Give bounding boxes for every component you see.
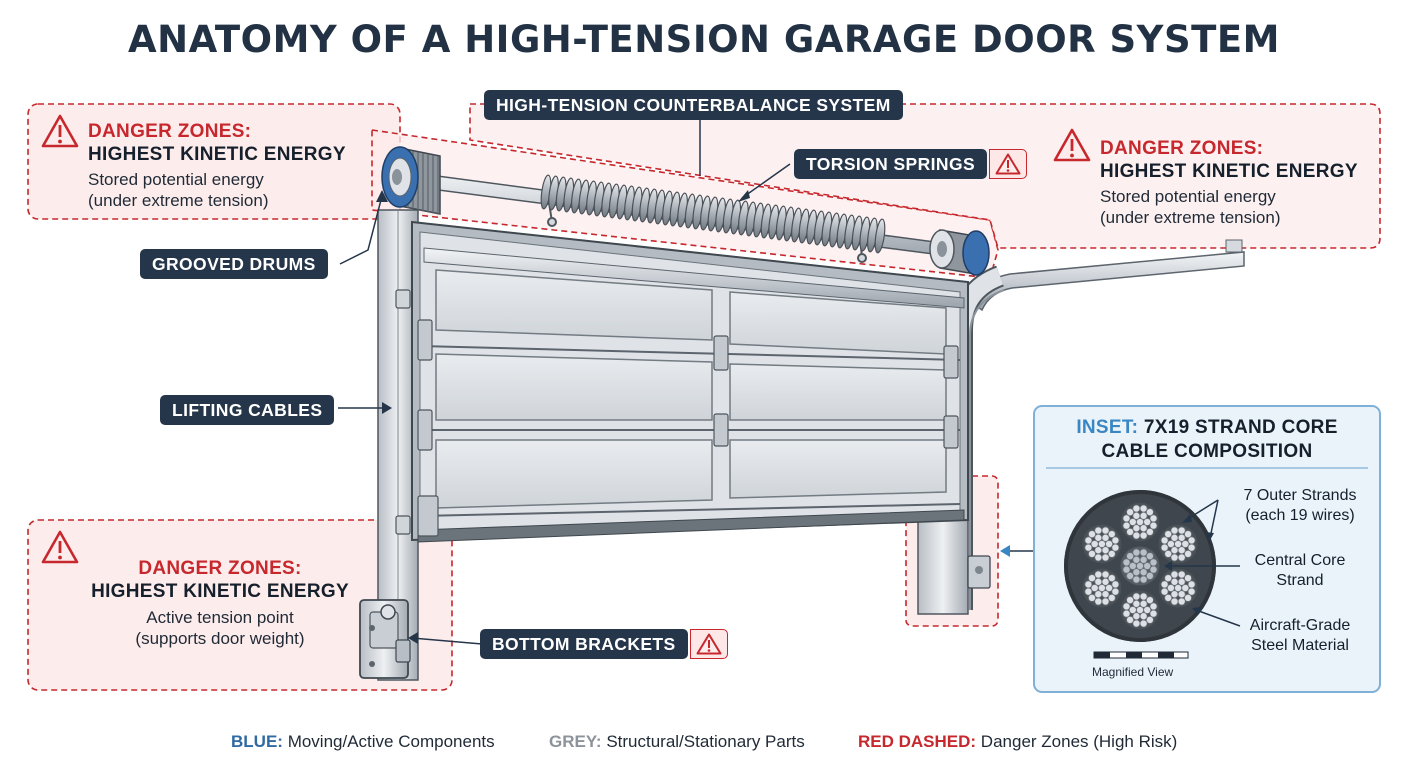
warning-badge xyxy=(689,629,728,659)
label-text: TORSION SPRINGS xyxy=(806,153,976,174)
danger-zone-description: Active tension point xyxy=(146,608,294,627)
label-bottom-brackets: BOTTOM BRACKETS xyxy=(480,629,728,659)
label-text: LIFTING CABLES xyxy=(172,399,323,420)
danger-zone-description: Stored potential energy xyxy=(1100,187,1276,206)
torsion-spring-icon xyxy=(540,174,886,254)
legend-text: Danger Zones (High Risk) xyxy=(980,732,1178,751)
legend-text: Structural/Stationary Parts xyxy=(606,732,805,751)
danger-zone-description: (under extreme tension) xyxy=(88,191,269,210)
inset-label-material: Aircraft-Grade Steel Material xyxy=(1232,616,1368,656)
warning-triangle-icon xyxy=(41,530,79,564)
scale-bar xyxy=(1093,651,1189,659)
label-line: Central Core xyxy=(1254,552,1346,569)
danger-zone-top-right: DANGER ZONES: HIGHEST KINETIC ENERGY Sto… xyxy=(1100,138,1358,228)
legend-key: RED DASHED: xyxy=(858,732,977,751)
inset-title-accent: INSET: xyxy=(1076,417,1139,438)
panel-seams xyxy=(419,345,961,517)
door-panel-bottom-left xyxy=(435,439,713,509)
warning-badge xyxy=(989,149,1028,179)
inset-arrowheads xyxy=(1164,514,1214,615)
horizontal-track-right xyxy=(967,239,1245,312)
danger-zone-subheading: HIGHEST KINETIC ENERGY xyxy=(88,144,346,165)
label-line: (each 19 wires) xyxy=(1245,507,1355,524)
danger-zone-description: (under extreme tension) xyxy=(1100,208,1281,227)
label-counterbalance-system: HIGH-TENSION COUNTERBALANCE SYSTEM xyxy=(484,90,903,120)
legend-item-blue: BLUE: Moving/Active Components xyxy=(231,732,495,752)
danger-zone-heading: DANGER ZONES: xyxy=(1100,138,1264,159)
danger-zone-subheading: HIGHEST KINETIC ENERGY xyxy=(91,581,349,602)
door-bottom-seal xyxy=(417,509,965,543)
label-torsion-springs: TORSION SPRINGS xyxy=(794,149,1028,179)
legend-text: Moving/Active Components xyxy=(287,732,495,751)
danger-zone-description: (supports door weight) xyxy=(135,629,305,648)
danger-zone-heading: DANGER ZONES: xyxy=(138,558,302,579)
label-line: Strand xyxy=(1276,572,1324,589)
door-panel-top-left xyxy=(435,269,713,341)
legend-item-grey: GREY: Structural/Stationary Parts xyxy=(549,732,805,752)
label-lifting-cables: LIFTING CABLES xyxy=(160,395,335,425)
label-line: Steel Material xyxy=(1251,637,1349,654)
inset-title: INSET: 7X19 STRAND CORE CABLE COMPOSITIO… xyxy=(1036,416,1378,464)
inset-title-line2: CABLE COMPOSITION xyxy=(1101,441,1313,462)
door-hinges xyxy=(417,319,959,537)
label-text: BOTTOM BRACKETS xyxy=(492,633,676,654)
grooved-drum-right xyxy=(929,229,990,276)
legend-key: GREY: xyxy=(549,732,602,751)
label-text: HIGH-TENSION COUNTERBALANCE SYSTEM xyxy=(496,94,891,115)
magnified-view-label: Magnified View xyxy=(1092,665,1174,679)
warning-triangle-icon xyxy=(41,114,79,148)
bottom-bracket-left xyxy=(359,599,411,679)
bottom-frame-right xyxy=(917,509,969,615)
inset-label-central-core: Central Core Strand xyxy=(1240,551,1360,591)
inset-leader-lines xyxy=(1168,499,1241,627)
legend-key: BLUE: xyxy=(231,732,283,751)
danger-zone-heading: DANGER ZONES: xyxy=(88,121,252,142)
inset-title-rest: 7X19 STRAND CORE xyxy=(1143,417,1338,438)
danger-zone-bottom-left: DANGER ZONES: HIGHEST KINETIC ENERGY Act… xyxy=(40,558,400,649)
warning-triangle-icon xyxy=(696,633,722,655)
danger-zone-bottom-left-box xyxy=(27,519,453,691)
warning-triangle-icon xyxy=(995,153,1021,175)
inset-label-outer-strands: 7 Outer Strands (each 19 wires) xyxy=(1222,486,1378,526)
cable-cross-section xyxy=(1064,490,1216,642)
bottom-bracket-right xyxy=(967,555,991,589)
leader-arrowheads xyxy=(376,190,1010,644)
label-grooved-drums: GROOVED DRUMS xyxy=(140,249,328,279)
danger-zone-subheading: HIGHEST KINETIC ENERGY xyxy=(1100,161,1358,182)
legend-item-red: RED DASHED: Danger Zones (High Risk) xyxy=(858,732,1177,752)
label-line: Aircraft-Grade xyxy=(1249,617,1351,634)
door-panel-bottom-right xyxy=(729,439,947,499)
label-line: 7 Outer Strands xyxy=(1243,487,1357,504)
leader-lines xyxy=(338,120,1034,645)
danger-zone-top-left: DANGER ZONES: HIGHEST KINETIC ENERGY Sto… xyxy=(88,121,346,211)
grooved-drum-left xyxy=(381,146,441,215)
door-panel-mid-right xyxy=(729,363,947,421)
page-title: ANATOMY OF A HIGH-TENSION GARAGE DOOR SY… xyxy=(128,18,1280,61)
track-rollers-left xyxy=(395,289,411,535)
danger-zone-description: Stored potential energy xyxy=(88,170,264,189)
warning-triangle-icon xyxy=(1053,128,1091,162)
label-text: GROOVED DRUMS xyxy=(152,253,316,274)
door-panel-mid-left xyxy=(435,353,713,421)
